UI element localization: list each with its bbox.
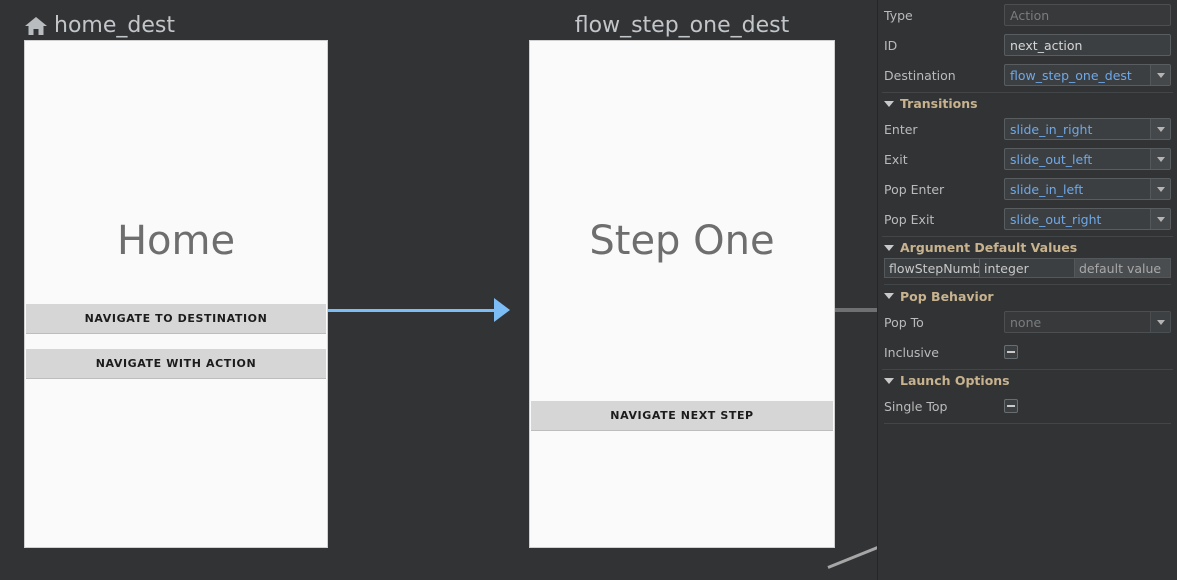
exit-transition-combobox[interactable]: slide_out_left: [1004, 148, 1171, 170]
section-title-launch-options: Launch Options: [900, 373, 1010, 388]
section-header-transitions[interactable]: Transitions: [882, 92, 1173, 114]
destination-preview-card-home[interactable]: Home NAVIGATE TO DESTINATION NAVIGATE WI…: [24, 40, 328, 548]
label-destination: Destination: [884, 67, 956, 83]
argument-section-divider: [884, 284, 1171, 285]
panel-row-destination: Destination flow_step_one_dest: [882, 60, 1173, 90]
section-title-transitions: Transitions: [900, 96, 978, 111]
panel-row-pop-enter: Pop Enter slide_in_left: [882, 174, 1173, 204]
card-title-home: Home: [116, 218, 236, 264]
edge-home-to-step-one-line[interactable]: [328, 309, 494, 312]
label-type: Type: [884, 7, 913, 23]
destination-header-flow-step-one-dest: flow_step_one_dest: [529, 10, 835, 40]
argument-type-input[interactable]: integer: [980, 258, 1075, 278]
label-exit: Exit: [884, 151, 908, 167]
section-title-argument-default-values: Argument Default Values: [900, 240, 1078, 255]
panel-row-enter: Enter slide_in_right: [882, 114, 1173, 144]
pop-to-combobox[interactable]: none: [1004, 311, 1171, 333]
label-pop-to: Pop To: [884, 314, 924, 330]
section-title-pop-behavior: Pop Behavior: [900, 288, 994, 304]
label-pop-enter: Pop Enter: [884, 181, 945, 197]
caret-down-icon[interactable]: [884, 100, 894, 107]
label-single-top: Single Top: [884, 398, 948, 414]
chevron-down-icon[interactable]: [1150, 119, 1170, 139]
card-button-navigate-with-action[interactable]: NAVIGATE WITH ACTION: [26, 349, 326, 379]
panel-row-single-top: Single Top: [882, 391, 1173, 421]
caret-down-icon[interactable]: [884, 244, 894, 251]
destination-combobox[interactable]: flow_step_one_dest: [1004, 64, 1171, 86]
argument-name-input[interactable]: flowStepNumbe: [884, 258, 980, 278]
panel-row-type: Type Action: [882, 0, 1173, 30]
single-top-checkbox[interactable]: [1004, 399, 1018, 413]
type-placeholder: Action: [1010, 7, 1050, 23]
card-title-step-one: Step One: [589, 218, 775, 264]
argument-row: flowStepNumbe integer default value: [882, 258, 1173, 278]
id-value: next_action: [1010, 37, 1083, 53]
chevron-down-icon[interactable]: [1150, 209, 1170, 229]
launch-options-divider: [884, 423, 1171, 424]
edge-home-to-step-one-arrowhead: [494, 298, 510, 322]
id-input[interactable]: next_action: [1004, 34, 1171, 56]
caret-down-icon[interactable]: [884, 377, 894, 384]
exit-transition-value: slide_out_left: [1010, 151, 1093, 167]
checkbox-indeterminate-icon: [1007, 351, 1015, 353]
destination-title: home_dest: [54, 12, 175, 38]
destination-preview-card-step-one[interactable]: Step One NAVIGATE NEXT STEP: [529, 40, 835, 548]
panel-row-inclusive: Inclusive: [882, 337, 1173, 367]
section-header-launch-options[interactable]: Launch Options: [882, 369, 1173, 391]
inclusive-checkbox[interactable]: [1004, 345, 1018, 359]
chevron-down-icon[interactable]: [1150, 179, 1170, 199]
destination-flow-step-one-dest[interactable]: flow_step_one_dest Step One NAVIGATE NEX…: [529, 10, 835, 548]
card-button-navigate-to-destination[interactable]: NAVIGATE TO DESTINATION: [26, 304, 326, 334]
label-id: ID: [884, 37, 898, 53]
panel-row-pop-exit: Pop Exit slide_out_right: [882, 204, 1173, 234]
destination-header-home-dest: home_dest: [24, 10, 328, 40]
chevron-down-icon[interactable]: [1150, 65, 1170, 85]
destination-title: flow_step_one_dest: [574, 12, 790, 38]
enter-transition-combobox[interactable]: slide_in_right: [1004, 118, 1171, 140]
destination-value: flow_step_one_dest: [1010, 67, 1132, 83]
label-enter: Enter: [884, 121, 918, 137]
pop-enter-transition-combobox[interactable]: slide_in_left: [1004, 178, 1171, 200]
pop-exit-transition-combobox[interactable]: slide_out_right: [1004, 208, 1171, 230]
pop-exit-transition-value: slide_out_right: [1010, 211, 1102, 227]
panel-row-exit: Exit slide_out_left: [882, 144, 1173, 174]
section-header-argument-default-values[interactable]: Argument Default Values: [882, 236, 1173, 258]
card-button-navigate-next-step[interactable]: NAVIGATE NEXT STEP: [531, 401, 833, 431]
label-pop-exit: Pop Exit: [884, 211, 935, 227]
caret-down-icon[interactable]: [884, 293, 894, 299]
pop-to-value: none: [1010, 314, 1042, 330]
home-icon: [24, 15, 48, 37]
type-input: Action: [1004, 4, 1171, 26]
destination-home-dest[interactable]: home_dest Home NAVIGATE TO DESTINATION N…: [24, 10, 328, 548]
navigation-attributes-panel: Type Action ID next_action Destination f…: [877, 0, 1177, 580]
panel-row-pop-to: Pop To none: [882, 307, 1173, 337]
checkbox-indeterminate-icon: [1007, 405, 1015, 407]
section-header-pop-behavior[interactable]: Pop Behavior: [882, 285, 1173, 307]
label-inclusive: Inclusive: [884, 344, 939, 360]
edge-step-one-outgoing[interactable]: [835, 308, 877, 312]
panel-row-id: ID next_action: [882, 30, 1173, 60]
chevron-down-icon[interactable]: [1150, 149, 1170, 169]
chevron-down-icon[interactable]: [1150, 312, 1170, 332]
enter-transition-value: slide_in_right: [1010, 121, 1093, 137]
navigation-graph-canvas[interactable]: home_dest Home NAVIGATE TO DESTINATION N…: [0, 0, 877, 580]
argument-default-value-input[interactable]: default value: [1075, 258, 1171, 278]
pop-enter-transition-value: slide_in_left: [1010, 181, 1084, 197]
